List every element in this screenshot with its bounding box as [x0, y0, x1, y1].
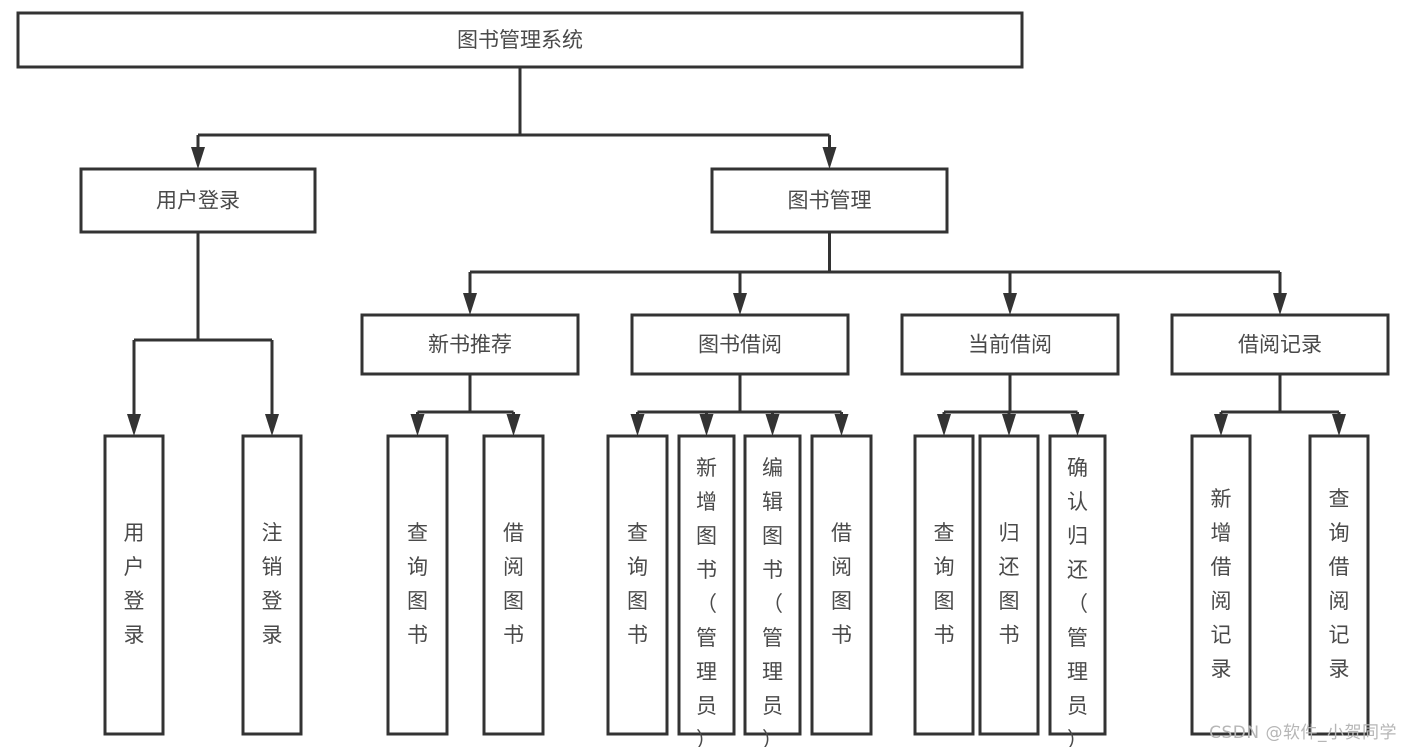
edges-current-borrow [937, 374, 1085, 436]
arrow-head-icon [127, 414, 141, 436]
edges-book-management [463, 232, 1287, 315]
node-new-book-recommend[interactable]: 新书推荐 [360, 313, 580, 376]
node-leaf-return-book[interactable]: 归还图书 [978, 434, 1040, 736]
node-leaf-query-book-1-box[interactable] [386, 434, 449, 736]
node-root-box[interactable] [16, 11, 1024, 69]
node-leaf-add-book-label: 新增图书（管理员） [696, 456, 717, 747]
arrow-head-icon [1273, 293, 1287, 315]
node-leaf-query-record[interactable]: 查询借阅记录 [1308, 434, 1370, 736]
node-leaf-confirm-return-label: 确认归还（管理员） [1067, 456, 1088, 747]
node-leaf-query-book-2-box[interactable] [606, 434, 669, 736]
node-new-book-recommend-label: 新书推荐 [428, 333, 512, 357]
node-leaf-return-book-label: 归还图书 [999, 521, 1020, 647]
arrow-head-icon [410, 414, 425, 436]
node-leaf-query-book-3[interactable]: 查询图书 [913, 434, 975, 736]
node-leaf-user-logout-box[interactable] [241, 434, 303, 736]
node-leaf-confirm-return[interactable]: 确认归还（管理员） [1048, 434, 1107, 747]
node-user-login-label: 用户登录 [156, 189, 240, 213]
node-book-borrow-box[interactable] [630, 313, 850, 376]
node-leaf-add-book-box[interactable] [677, 434, 736, 736]
node-leaf-query-book-3-label: 查询图书 [934, 521, 955, 647]
node-book-management-box[interactable] [710, 167, 949, 234]
node-leaf-edit-book-box[interactable] [743, 434, 802, 736]
arrow-head-icon [630, 414, 645, 436]
arrow-head-icon [191, 147, 205, 169]
arrow-head-icon [1002, 414, 1016, 436]
node-borrow-record-label: 借阅记录 [1238, 333, 1322, 357]
edges-book-borrow [630, 374, 849, 436]
node-leaf-query-record-label: 查询借阅记录 [1329, 487, 1350, 681]
arrow-head-icon [834, 414, 849, 436]
node-leaf-user-login-label: 用户登录 [124, 521, 145, 647]
node-user-login[interactable]: 用户登录 [79, 167, 317, 234]
node-borrow-record[interactable]: 借阅记录 [1170, 313, 1390, 376]
node-leaf-edit-book[interactable]: 编辑图书（管理员） [743, 434, 802, 747]
connectors-layer [127, 67, 1346, 436]
node-leaf-query-book-1-label: 查询图书 [407, 521, 428, 647]
edges-user-login [127, 232, 279, 436]
arrow-head-icon [1332, 414, 1346, 436]
node-leaf-user-login-box[interactable] [103, 434, 165, 736]
node-book-borrow[interactable]: 图书借阅 [630, 313, 850, 376]
node-borrow-record-box[interactable] [1170, 313, 1390, 376]
node-leaf-query-book-2[interactable]: 查询图书 [606, 434, 669, 736]
arrow-head-icon [506, 414, 521, 436]
node-leaf-query-book-1[interactable]: 查询图书 [386, 434, 449, 736]
arrow-head-icon [1070, 414, 1085, 436]
arrow-head-icon [699, 414, 714, 436]
node-current-borrow-label: 当前借阅 [968, 333, 1052, 357]
node-leaf-query-book-3-box[interactable] [913, 434, 975, 736]
node-book-management-label: 图书管理 [788, 189, 872, 213]
node-book-borrow-label: 图书借阅 [698, 333, 782, 357]
arrow-head-icon [765, 414, 780, 436]
nodes-layer: 图书管理系统用户登录图书管理新书推荐图书借阅当前借阅借阅记录用户登录注销登录查询… [16, 11, 1390, 747]
node-leaf-query-book-2-label: 查询图书 [627, 521, 648, 647]
arrow-head-icon [1214, 414, 1228, 436]
node-current-borrow-box[interactable] [900, 313, 1120, 376]
node-leaf-add-record-label: 新增借阅记录 [1211, 487, 1232, 681]
node-leaf-borrow-book-2-label: 借阅图书 [831, 521, 852, 647]
node-leaf-borrow-book-1-box[interactable] [482, 434, 545, 736]
edges-root [191, 67, 837, 169]
node-user-login-box[interactable] [79, 167, 317, 234]
node-leaf-user-logout[interactable]: 注销登录 [241, 434, 303, 736]
node-leaf-borrow-book-2[interactable]: 借阅图书 [810, 434, 873, 736]
node-leaf-borrow-book-2-box[interactable] [810, 434, 873, 736]
arrow-head-icon [733, 293, 747, 315]
node-leaf-user-login[interactable]: 用户登录 [103, 434, 165, 736]
node-leaf-add-book[interactable]: 新增图书（管理员） [677, 434, 736, 747]
arrow-head-icon [1003, 293, 1017, 315]
node-book-management[interactable]: 图书管理 [710, 167, 949, 234]
node-root[interactable]: 图书管理系统 [16, 11, 1024, 69]
node-new-book-recommend-box[interactable] [360, 313, 580, 376]
node-leaf-edit-book-label: 编辑图书（管理员） [762, 456, 783, 747]
node-current-borrow[interactable]: 当前借阅 [900, 313, 1120, 376]
arrow-head-icon [463, 293, 477, 315]
arrow-head-icon [822, 147, 837, 169]
node-leaf-add-record[interactable]: 新增借阅记录 [1190, 434, 1252, 736]
node-leaf-query-record-box[interactable] [1308, 434, 1370, 736]
arrow-head-icon [265, 414, 279, 436]
node-leaf-user-logout-label: 注销登录 [262, 521, 283, 647]
node-leaf-add-record-box[interactable] [1190, 434, 1252, 736]
edges-new-book-recommend [410, 374, 521, 436]
node-leaf-return-book-box[interactable] [978, 434, 1040, 736]
node-leaf-confirm-return-box[interactable] [1048, 434, 1107, 736]
node-root-label: 图书管理系统 [457, 28, 583, 52]
node-leaf-borrow-book-1-label: 借阅图书 [503, 521, 524, 647]
edges-borrow-record [1214, 374, 1346, 436]
node-leaf-borrow-book-1[interactable]: 借阅图书 [482, 434, 545, 736]
arrow-head-icon [937, 414, 951, 436]
